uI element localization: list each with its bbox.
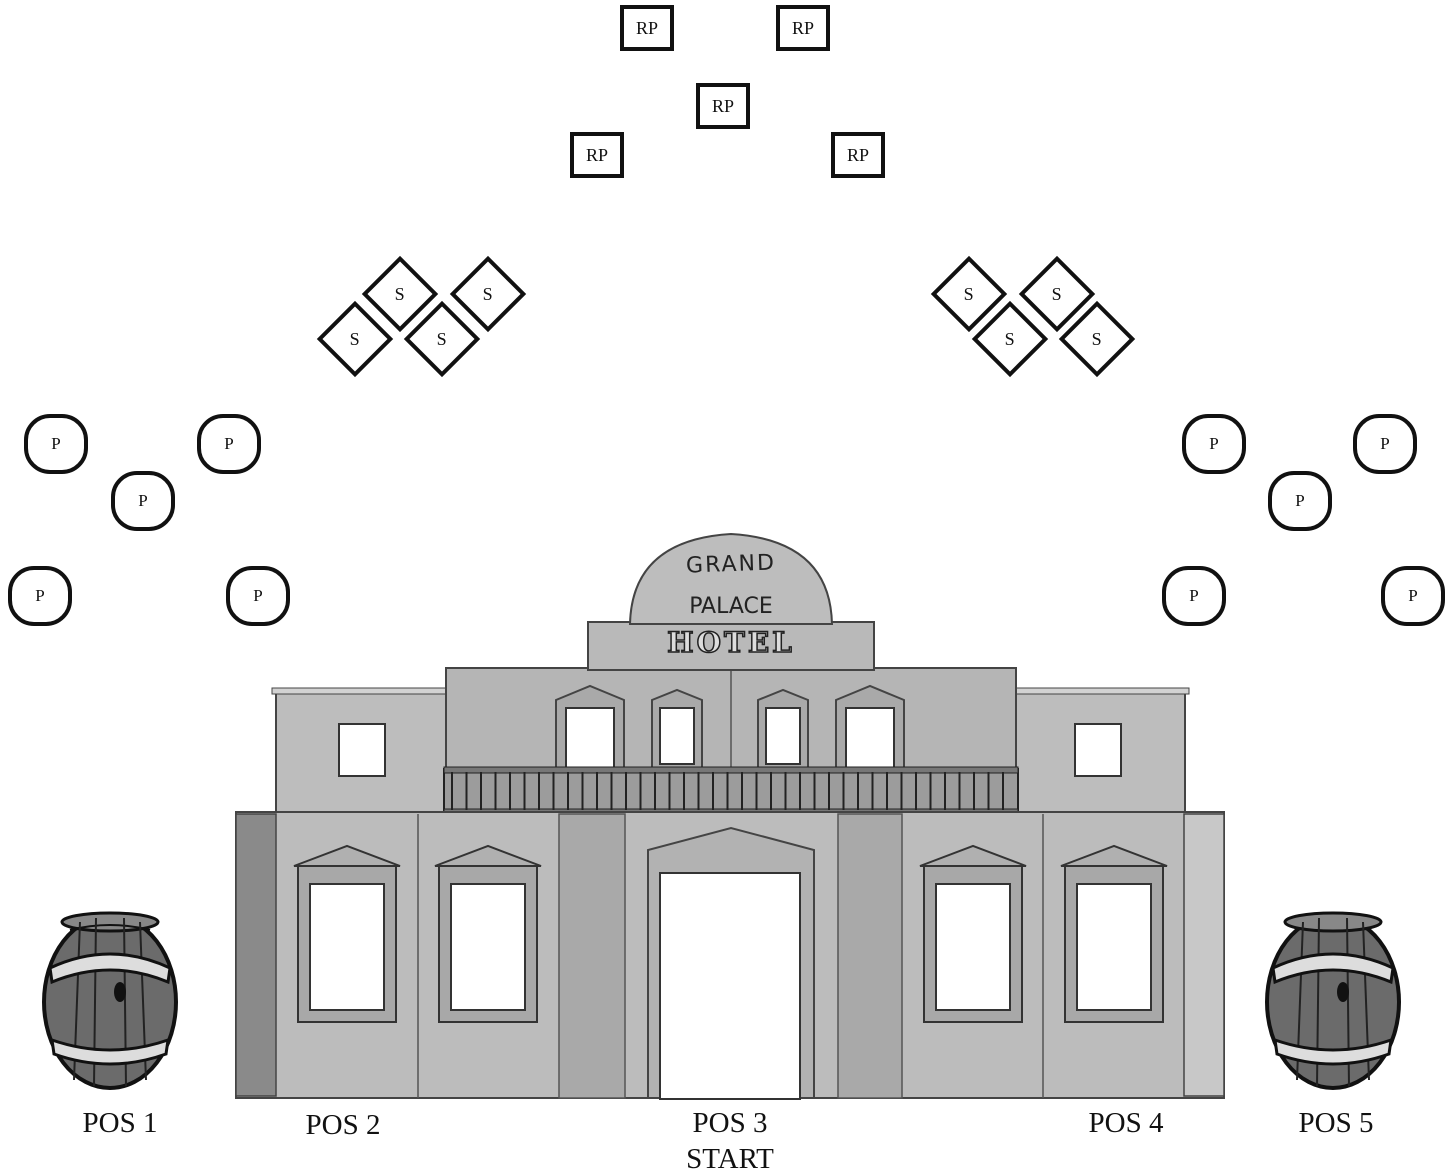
sign-line-1: GRAND bbox=[685, 550, 777, 579]
rp-target: RP bbox=[620, 5, 674, 51]
position-label-1: POS 1 bbox=[82, 1107, 158, 1139]
position-label-5: POS 5 bbox=[1298, 1107, 1374, 1139]
side-panel-right bbox=[1183, 813, 1225, 1097]
wing-window-right bbox=[1074, 723, 1122, 777]
rp-target: RP bbox=[776, 5, 830, 51]
p-target: P bbox=[8, 566, 72, 626]
p-target: P bbox=[1268, 471, 1332, 531]
balcony-railing bbox=[443, 766, 1019, 816]
p-target: P bbox=[197, 414, 261, 474]
p-target: P bbox=[1353, 414, 1417, 474]
main-door-opening bbox=[659, 872, 801, 1100]
p-target: P bbox=[226, 566, 290, 626]
barrel-icon bbox=[1265, 911, 1401, 1090]
barrel-icon bbox=[42, 911, 178, 1090]
start-label: START bbox=[686, 1143, 774, 1175]
rp-target: RP bbox=[570, 132, 624, 178]
sign-line-3: HOTEL bbox=[666, 625, 795, 660]
wing-window-left bbox=[338, 723, 386, 777]
p-target: P bbox=[111, 471, 175, 531]
sign-line-2: PALACE bbox=[689, 594, 773, 619]
rp-target: RP bbox=[831, 132, 885, 178]
position-label-2: POS 2 bbox=[305, 1109, 381, 1141]
rp-target: RP bbox=[696, 83, 750, 129]
side-panel-left bbox=[235, 813, 277, 1097]
position-label-4: POS 4 bbox=[1088, 1107, 1164, 1139]
p-target: P bbox=[1162, 566, 1226, 626]
position-label-3: POS 3 bbox=[692, 1107, 768, 1139]
p-target: P bbox=[24, 414, 88, 474]
sign-base bbox=[587, 621, 875, 671]
p-target: P bbox=[1182, 414, 1246, 474]
p-target: P bbox=[1381, 566, 1445, 626]
sign-arch bbox=[628, 532, 834, 625]
